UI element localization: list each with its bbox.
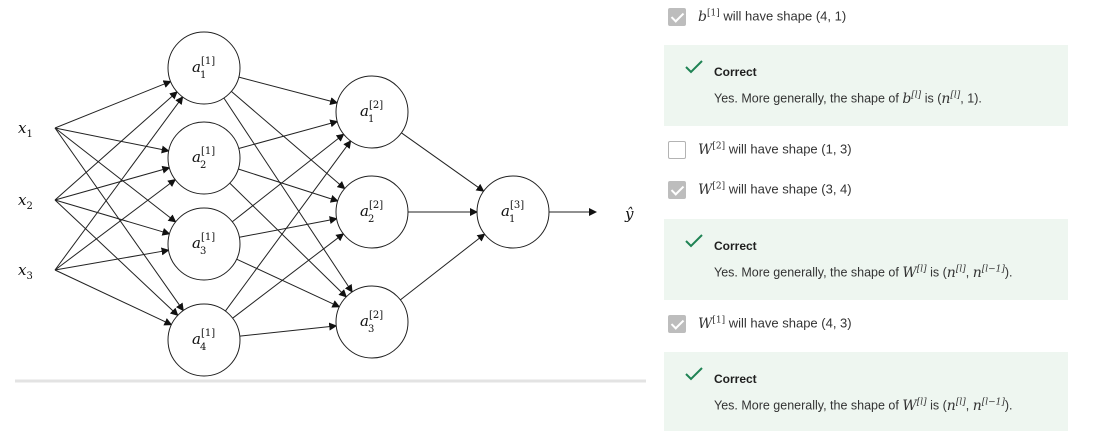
option-text: will have shape (4, 3) [728, 315, 852, 331]
network-edge [54, 96, 184, 271]
network-edge [400, 233, 486, 301]
network-edge [54, 127, 177, 223]
feedback-text: Yes. More generally, the shape of W[l] i… [714, 264, 1013, 281]
network-edge [231, 133, 345, 223]
option-checkbox[interactable] [668, 181, 686, 199]
network-edge [238, 168, 339, 203]
feedback-title: Correct [714, 372, 757, 386]
network-edge [231, 91, 346, 190]
neuron-node: a[1]3 [167, 207, 241, 281]
network-nodes: a[1]1 a[1]2 a[1]3 a[1]4 a[2]1 a[2]2 a[2]3 a[3]1 [167, 31, 550, 377]
checkmark-icon [685, 234, 703, 248]
feedback-title: Correct [714, 239, 757, 253]
option-checkbox[interactable] [668, 141, 686, 159]
input-label: x1 [18, 119, 33, 140]
network-edge [238, 76, 339, 105]
option-text: will have shape (1, 3) [728, 141, 852, 157]
network-edge [54, 179, 177, 271]
option-label: W[1] will have shape (4, 3) [698, 315, 852, 332]
option-checkbox[interactable] [668, 8, 686, 26]
network-edge [54, 199, 179, 317]
feedback-box: Correct Yes. More generally, the shape o… [664, 219, 1068, 300]
option-checkbox[interactable] [668, 315, 686, 333]
option-w2-shape-1x3[interactable]: W[2] will have shape (1, 3) [664, 137, 1068, 167]
feedback-text: Yes. More generally, the shape of b[l] i… [714, 90, 982, 107]
neuron-node: a[1]1 [167, 31, 241, 105]
input-label: x2 [18, 191, 33, 212]
option-symbol: W[1] [698, 315, 726, 332]
output-label: ŷ [624, 205, 634, 223]
input-label: x3 [18, 261, 33, 282]
network-edge [238, 119, 339, 149]
feedback-title: Correct [714, 65, 757, 79]
feedback-box: Correct Yes. More generally, the shape o… [664, 352, 1068, 431]
option-text: will have shape (3, 4) [728, 181, 852, 197]
network-edge [236, 258, 341, 308]
network-edge [239, 216, 338, 238]
feedback-box: Correct Yes. More generally, the shape o… [664, 45, 1068, 126]
network-edge [232, 233, 345, 319]
neuron-node: a[2]3 [335, 285, 409, 359]
option-symbol: W[2] [698, 181, 726, 198]
checkmark-icon [685, 367, 703, 381]
network-edge [401, 132, 485, 192]
network-edge [224, 140, 352, 312]
network-edge [54, 127, 170, 154]
option-label: b[1] will have shape (4, 1) [698, 8, 846, 25]
option-w2-shape-3x4[interactable]: W[2] will have shape (3, 4) [664, 177, 1068, 207]
option-symbol: W[2] [698, 141, 726, 158]
neuron-node: a[1]2 [167, 121, 241, 195]
network-edge [54, 91, 178, 201]
option-symbol: b[1] [698, 8, 720, 25]
option-text: will have shape (4, 1) [723, 8, 847, 24]
network-edge [54, 199, 171, 236]
neural-network-diagram: a[1]1 a[1]2 a[1]3 a[1]4 a[2]1 a[2]2 a[2]3 a[3]1… [15, 31, 646, 383]
option-label: W[2] will have shape (1, 3) [698, 141, 852, 158]
option-b1-shape[interactable]: b[1] will have shape (4, 1) [664, 4, 1068, 34]
neuron-node: a[2]2 [335, 175, 409, 249]
network-edge [54, 165, 171, 201]
option-w1-shape-4x3[interactable]: W[1] will have shape (4, 3) [664, 311, 1068, 341]
neuron-node: a[1]4 [167, 303, 241, 377]
network-edge [54, 269, 173, 326]
network-edge [54, 247, 170, 271]
network-edges [54, 76, 597, 337]
network-edge [223, 97, 353, 293]
checkmark-icon [685, 60, 703, 74]
network-edge [229, 182, 347, 298]
feedback-text: Yes. More generally, the shape of W[l] i… [714, 397, 1013, 414]
network-edge [54, 80, 172, 129]
neuron-node: a[3]1 [476, 175, 550, 249]
network-edge [239, 322, 338, 337]
neuron-node: a[2]1 [335, 75, 409, 149]
option-label: W[2] will have shape (3, 4) [698, 181, 852, 198]
